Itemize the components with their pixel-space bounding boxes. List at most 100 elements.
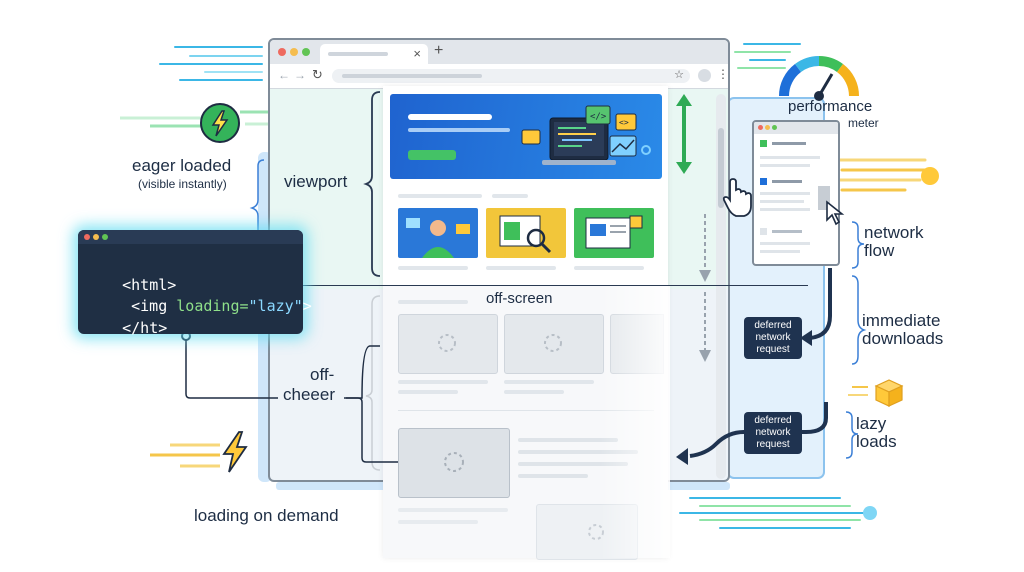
text-line xyxy=(760,250,800,253)
pill-line: network xyxy=(755,427,791,438)
meter-label: meter xyxy=(848,116,879,130)
section-divider xyxy=(398,410,654,411)
speed-lines-green xyxy=(120,110,268,128)
card-connector xyxy=(346,345,380,399)
close-dot xyxy=(84,234,90,240)
mini-browser xyxy=(752,120,840,266)
text-line xyxy=(518,462,628,466)
box-icon xyxy=(874,379,904,407)
code-window-titlebar xyxy=(78,230,303,244)
mouse-pointer-icon xyxy=(826,200,845,226)
maximize-dot xyxy=(772,125,777,130)
arrowhead xyxy=(676,448,688,465)
text-line xyxy=(504,380,594,384)
browser-toolbar: ← → ↻ ☆ ⋮ xyxy=(270,64,728,89)
off-cheeer-label-line2: cheeer xyxy=(283,385,335,404)
hero-cta-button[interactable] xyxy=(408,150,456,160)
profile-avatar[interactable] xyxy=(698,69,711,82)
off-cheeer-label-line1: off- xyxy=(310,365,335,384)
lazy-label: lazy xyxy=(856,414,887,433)
spinner-icon xyxy=(444,452,464,472)
forward-arrow-icon[interactable]: → xyxy=(294,68,306,82)
browser-tab[interactable]: × xyxy=(320,44,428,64)
menu-kebab-icon[interactable]: ⋮ xyxy=(717,67,729,81)
code-connector xyxy=(185,338,278,399)
scrollbar-thumb[interactable] xyxy=(718,128,724,208)
reload-icon[interactable]: ↻ xyxy=(312,67,323,82)
pill-line: deferred xyxy=(754,320,792,331)
code-line-2: <img loading="lazy"> xyxy=(95,279,312,333)
spinner-icon xyxy=(544,334,562,352)
text-line xyxy=(398,390,458,394)
visible-instantly-label: (visible instantly) xyxy=(138,177,227,191)
text-line xyxy=(772,230,802,233)
lazy-value: "lazy" xyxy=(248,297,303,315)
eager-loaded-label: eager loaded xyxy=(132,156,232,175)
pill-line: network xyxy=(755,332,791,343)
html-open-tag: <html> xyxy=(122,276,177,294)
minimize-dot[interactable] xyxy=(290,48,298,56)
text-line xyxy=(760,164,810,167)
svg-text:</>: </> xyxy=(590,112,607,122)
loads-label: loads xyxy=(856,432,897,451)
network-flow-arrow xyxy=(804,268,832,340)
code-line-3: </ht> xyxy=(86,301,167,355)
downloads-label: downloads xyxy=(862,329,944,348)
text-line xyxy=(398,520,478,524)
network-label: network xyxy=(864,223,924,242)
eager-bracket xyxy=(249,159,265,230)
text-line xyxy=(772,142,806,145)
minimize-dot xyxy=(93,234,99,240)
back-arrow-icon[interactable]: ← xyxy=(278,68,290,82)
cursor-hand-icon xyxy=(722,178,752,217)
text-line xyxy=(772,180,802,183)
text-line xyxy=(518,474,588,478)
network-bracket xyxy=(851,221,865,269)
text-line xyxy=(486,266,556,270)
text-line xyxy=(760,200,804,203)
speed-line xyxy=(848,394,868,396)
tab-close-icon[interactable]: × xyxy=(413,46,421,61)
immediate-label: immediate xyxy=(862,311,941,330)
bookmark-star-icon[interactable]: ☆ xyxy=(674,69,684,81)
tab-title-placeholder xyxy=(328,52,388,56)
address-bar[interactable]: ☆ xyxy=(332,69,690,83)
loading-on-demand-label: loading on demand xyxy=(194,506,339,525)
text-line xyxy=(398,380,488,384)
network-flow-arrow xyxy=(689,402,828,458)
browser-titlebar: × + xyxy=(270,40,728,64)
close-dot xyxy=(758,125,763,130)
glow-dot xyxy=(921,167,939,185)
text-line xyxy=(760,208,810,211)
hero-heading-bar xyxy=(408,114,492,120)
thumbnail-image xyxy=(574,208,654,258)
minimize-dot xyxy=(765,125,770,130)
placeholder-image xyxy=(398,428,510,498)
placeholder-image xyxy=(504,314,604,374)
maximize-dot[interactable] xyxy=(302,48,310,56)
text-line xyxy=(492,194,528,198)
off-screen-label: off-screen xyxy=(486,290,553,307)
mini-row xyxy=(760,228,767,235)
text-line xyxy=(760,192,810,195)
text-line xyxy=(398,266,468,270)
address-placeholder xyxy=(342,74,482,78)
speed-lines-top-left xyxy=(159,46,263,81)
mini-row xyxy=(760,178,767,185)
mini-row xyxy=(760,140,767,147)
scrollbar-track[interactable] xyxy=(716,94,726,479)
viewport-bracket xyxy=(363,91,381,277)
flow-label: flow xyxy=(864,241,895,260)
viewport-divider xyxy=(303,285,808,286)
text-line xyxy=(518,450,638,454)
placeholder-image xyxy=(398,314,498,374)
hero-text-bar xyxy=(408,128,510,132)
speed-lines-yellow xyxy=(150,443,220,468)
close-dot[interactable] xyxy=(278,48,286,56)
card-connector xyxy=(344,397,398,463)
new-tab-button[interactable]: + xyxy=(434,42,444,59)
svg-text:<>: <> xyxy=(619,118,629,127)
fade-overlay xyxy=(600,286,670,558)
img-tag: <img xyxy=(131,297,177,315)
